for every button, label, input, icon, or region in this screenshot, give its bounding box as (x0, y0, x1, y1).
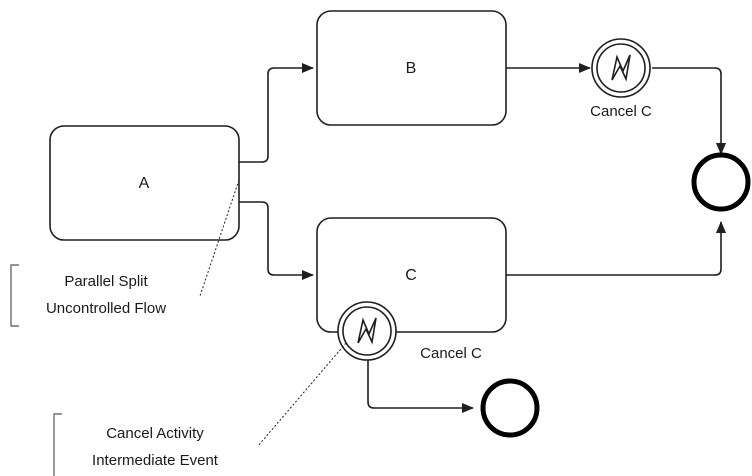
task-b[interactable] (316, 10, 507, 126)
task-b-label: B (406, 60, 417, 77)
lightning-cancel-icon (357, 317, 377, 345)
annotation-cancel-line2: Intermediate Event (92, 452, 219, 469)
annotation-split-line2: Uncontrolled Flow (46, 300, 166, 317)
flow-cancel-event-to-end[interactable] (652, 67, 726, 155)
flow-a-to-c[interactable] (239, 201, 314, 280)
flow-a-to-b[interactable] (239, 63, 314, 163)
lightning-cancel-icon (611, 54, 631, 82)
task-a-label: A (139, 175, 150, 192)
association-split (199, 179, 240, 297)
flow-c-to-end[interactable] (506, 221, 726, 276)
association-boundary (257, 342, 347, 447)
annotation-bracket-cancel (53, 413, 62, 476)
task-a[interactable] (49, 125, 240, 241)
end-event-main[interactable] (691, 152, 751, 212)
cancel-intermediate-event[interactable] (591, 38, 651, 98)
annotation-bracket-split (10, 264, 19, 327)
boundary-cancel-event[interactable] (337, 301, 397, 361)
annotation-split-line1: Parallel Split (64, 273, 148, 290)
flow-boundary-to-end[interactable] (367, 355, 474, 413)
task-c-label: C (405, 267, 417, 284)
end-event-cancel[interactable] (480, 378, 540, 438)
cancel-event-label: Cancel C (590, 103, 652, 120)
annotation-cancel-line1: Cancel Activity (106, 425, 204, 442)
boundary-event-label: Cancel C (420, 345, 482, 362)
